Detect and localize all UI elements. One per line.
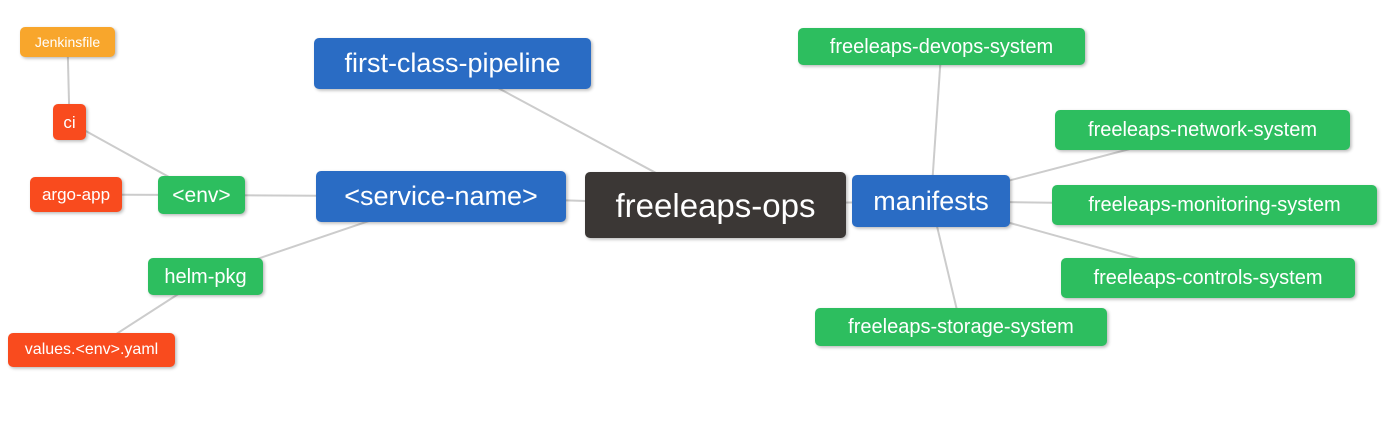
node-freeleaps-storage-system[interactable]: freeleaps-storage-system [815, 308, 1107, 346]
node-freeleaps-network-system[interactable]: freeleaps-network-system [1055, 110, 1350, 150]
node-ci[interactable]: ci [53, 104, 86, 140]
node-freeleaps-controls-system[interactable]: freeleaps-controls-system [1061, 258, 1355, 298]
node-service-name[interactable]: <service-name> [316, 171, 566, 222]
node-helm-pkg[interactable]: helm-pkg [148, 258, 263, 295]
node-jenkinsfile[interactable]: Jenkinsfile [20, 27, 115, 57]
node-manifests[interactable]: manifests [852, 175, 1010, 227]
node-freeleaps-monitoring-system[interactable]: freeleaps-monitoring-system [1052, 185, 1377, 225]
node-freeleaps-devops-system[interactable]: freeleaps-devops-system [798, 28, 1085, 65]
node-argo-app[interactable]: argo-app [30, 177, 122, 212]
node-env[interactable]: <env> [158, 176, 245, 214]
node-freeleaps-ops[interactable]: freeleaps-ops [585, 172, 846, 238]
node-first-class-pipeline[interactable]: first-class-pipeline [314, 38, 591, 89]
node-values-env-yaml[interactable]: values.<env>.yaml [8, 333, 175, 367]
